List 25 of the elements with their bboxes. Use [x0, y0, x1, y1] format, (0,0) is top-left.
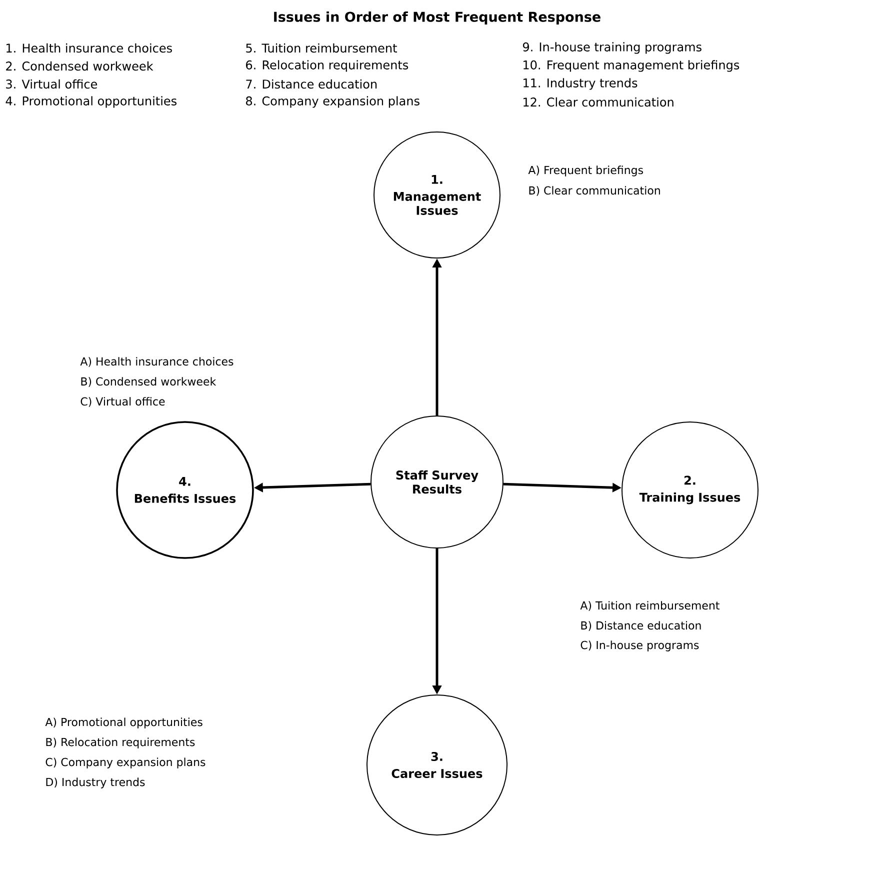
issue-item: B) Relocation requirements	[46, 738, 195, 748]
issue-item: C) Virtual office	[80, 397, 165, 407]
issue-item: A) Frequent briefings	[528, 166, 643, 176]
list-item: 2. Condensed workweek	[6, 61, 154, 71]
title: Issues in Order of Most Frequent Response	[274, 11, 600, 25]
list-item: 6. Relocation requirements	[246, 60, 408, 72]
list-item: 1. Health insurance choices	[6, 43, 172, 53]
issue-item: A) Tuition reimbursement	[580, 601, 720, 611]
list-item: 11. Industry trends	[524, 78, 638, 90]
issue-item: C) Company expansion plans	[46, 758, 206, 768]
issue-item: B) Clear communication	[529, 186, 660, 196]
issue-item: D) Industry trends	[46, 778, 145, 788]
list-item: 10. Frequent management briefings	[524, 60, 740, 72]
list-item: 9. In-house training programs	[522, 42, 702, 54]
list-item: 7. Distance education	[246, 79, 377, 89]
issue-item: A) Health insurance choices	[80, 357, 234, 367]
list-item: 4. Promotional opportunities	[6, 96, 176, 108]
list-item: 12. Clear communication	[524, 97, 674, 107]
list-item: 3. Virtual office	[6, 79, 98, 89]
issue-item: B) Condensed workweek	[81, 377, 216, 387]
list-item: 8. Company expansion plans	[246, 96, 420, 108]
issue-item: A) Promotional opportunities	[45, 718, 202, 728]
issue-item: B) Distance education	[581, 621, 701, 631]
issue-item: C) In-house programs	[580, 640, 699, 652]
list-item: 5. Tuition reimbursement	[246, 43, 397, 53]
